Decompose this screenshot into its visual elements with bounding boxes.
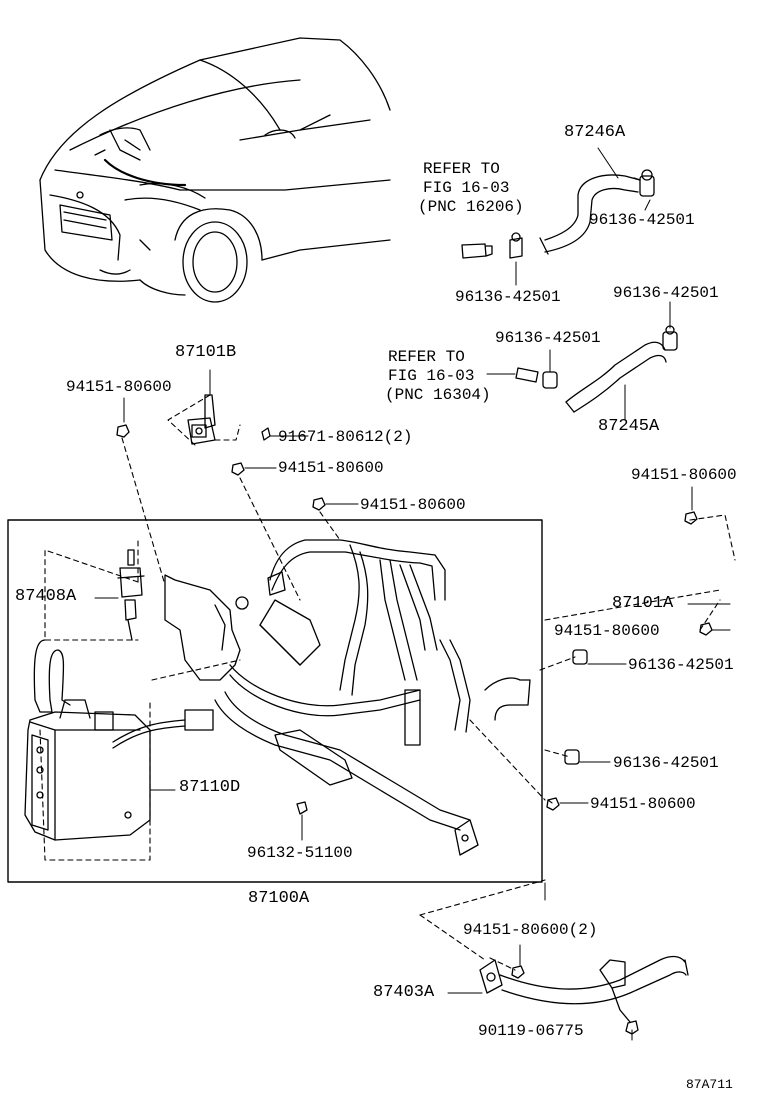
- refer-top-line2: FIG 16-03: [423, 179, 510, 197]
- part-label-87246a: 87246A: [564, 123, 626, 142]
- part-label-90119: 90119-06775: [478, 1022, 584, 1040]
- figure-code: 87A711: [686, 1077, 733, 1092]
- refer-top-line1: REFER TO: [423, 160, 500, 178]
- pump-87408a: [117, 549, 145, 641]
- part-label-94151-left: 94151-80600: [66, 378, 172, 396]
- part-label-96136-mid: 96136-42501: [495, 329, 601, 347]
- part-label-87408a: 87408A: [15, 587, 77, 606]
- vehicle-illustration: [39, 37, 391, 303]
- part-label-94151-bottom: 94151-80600(2): [463, 921, 598, 939]
- refer-mid-line2: FIG 16-03: [388, 367, 475, 385]
- part-label-96136-right-a: 96136-42501: [628, 656, 734, 674]
- part-label-87101a: 87101A: [612, 594, 674, 613]
- assembly-box-87100a: [7, 519, 543, 883]
- exhaust-pipe-87403a: [479, 955, 689, 1023]
- nut-symbols: [116, 424, 713, 1035]
- part-label-91671: 91671-80612(2): [278, 428, 413, 446]
- part-label-94151-center1: 94151-80600: [278, 459, 384, 477]
- part-label-87110d: 87110D: [179, 778, 241, 797]
- part-label-94151-right-mid: 94151-80600: [554, 622, 660, 640]
- part-label-96136-right-upper: 96136-42501: [613, 284, 719, 302]
- mount-bracket: [164, 574, 321, 681]
- part-label-96132: 96132-51100: [247, 844, 353, 862]
- hose-harness: [214, 539, 531, 856]
- part-label-87101b: 87101B: [175, 343, 237, 362]
- part-label-96136-top-mid: 96136-42501: [455, 288, 561, 306]
- part-label-87245a: 87245A: [598, 417, 660, 436]
- leader-lines: [94, 147, 731, 1041]
- refer-mid-line3: (PNC 16304): [385, 386, 491, 404]
- heater-unit-87110d: [24, 639, 214, 841]
- refer-mid-line1: REFER TO: [388, 348, 465, 366]
- part-label-87100a: 87100A: [248, 889, 310, 908]
- part-label-87403a: 87403A: [373, 983, 435, 1002]
- part-label-94151-center2: 94151-80600: [360, 496, 466, 514]
- hose-87246a: [461, 169, 655, 259]
- bracket-87101b: [187, 394, 271, 445]
- part-label-94151-right-top: 94151-80600: [631, 466, 737, 484]
- refer-top-line3: (PNC 16206): [418, 198, 524, 216]
- part-label-96136-top-right: 96136-42501: [589, 211, 695, 229]
- part-label-94151-right-low: 94151-80600: [590, 795, 696, 813]
- part-label-96136-right-b: 96136-42501: [613, 754, 719, 772]
